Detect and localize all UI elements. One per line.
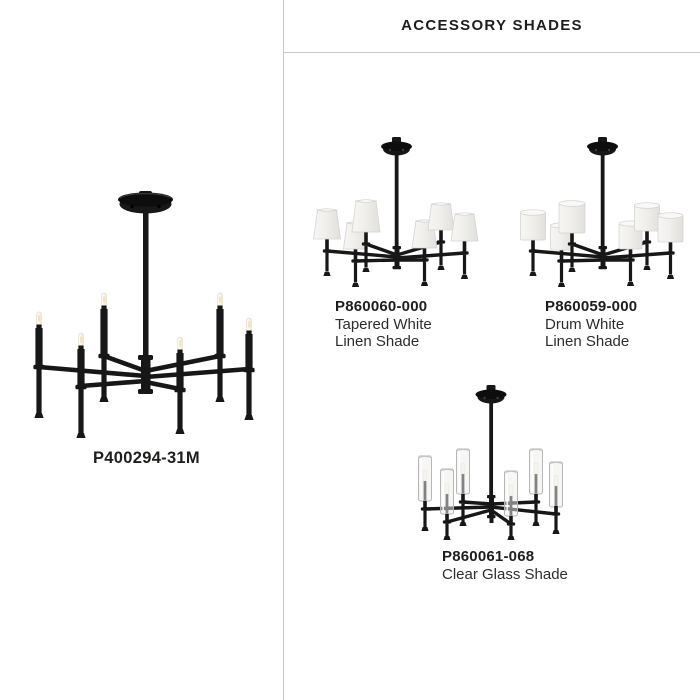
accessory-3-sku: P860061-068 <box>442 548 535 565</box>
glass-arm-2 <box>440 468 454 540</box>
glass-arm-6 <box>549 461 563 534</box>
accessory-1-desc: Tapered White <box>335 315 432 333</box>
shade-arm-6 <box>657 212 684 279</box>
clear-glass-chandelier-image <box>402 374 592 542</box>
glass-arm-1 <box>418 455 432 531</box>
candle-5 <box>214 292 226 402</box>
candle-2 <box>75 332 87 438</box>
shade-arm-3 <box>351 199 381 272</box>
candle-4 <box>174 336 186 434</box>
candle-3 <box>98 292 110 402</box>
accessory-2-desc: Drum White <box>545 315 625 333</box>
accessory-2-desc: Linen Shade <box>545 333 630 350</box>
accessory-1-sku: P860060-000 <box>335 298 428 315</box>
glass-arm-5 <box>529 448 543 526</box>
header-underline <box>284 52 700 53</box>
accessory-3-label: P860061-068 Clear Glass Shade <box>442 548 568 583</box>
accessory-3-desc: Clear Glass Shade <box>442 565 568 583</box>
shade-arm-3 <box>558 200 586 272</box>
accessory-2-label: P860059-000 Drum White Linen Shade <box>545 298 637 351</box>
shade-arm-1 <box>313 208 341 276</box>
drum-shade-chandelier-image <box>508 124 698 288</box>
tapered-shade-chandelier-image <box>302 124 492 288</box>
vertical-divider <box>283 0 284 700</box>
section-title: ACCESSORY SHADES <box>401 17 583 34</box>
accessory-1-label: P860060-000 Tapered White Linen Shade <box>335 298 432 351</box>
main-product-sku: P400294-31M <box>93 449 200 467</box>
candle-6 <box>243 317 255 420</box>
glass-arm-4 <box>504 470 518 540</box>
accessory-1-desc: Linen Shade <box>335 333 420 350</box>
shade-arm-1 <box>520 209 546 276</box>
main-chandelier-image <box>22 170 284 444</box>
glass-arm-3 <box>456 448 470 526</box>
shade-arm-6 <box>450 212 479 279</box>
arms <box>423 500 558 526</box>
shade-arm-5 <box>427 202 455 270</box>
accessory-2-sku: P860059-000 <box>545 298 638 315</box>
candle-1 <box>33 311 45 418</box>
